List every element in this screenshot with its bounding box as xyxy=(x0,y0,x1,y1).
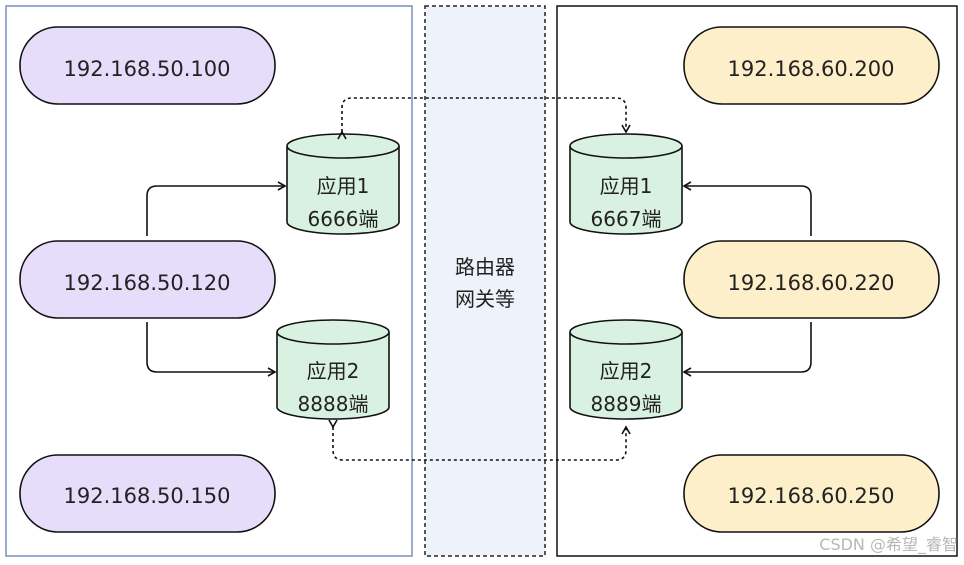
arrow-left-host-to-app2 xyxy=(146,322,277,377)
left-app-2-cylinder: 应用2 8888端 xyxy=(276,319,390,420)
left-app-1-name: 应用1 xyxy=(317,174,370,198)
right-app-2-cylinder: 应用2 8889端 xyxy=(569,319,683,420)
left-host-3-ip: 192.168.50.150 xyxy=(64,484,231,508)
right-app-1-port: 6667端 xyxy=(591,207,662,231)
right-host-2-ip: 192.168.60.220 xyxy=(728,271,895,295)
right-host-3: 192.168.60.250 xyxy=(683,454,940,533)
dashed-link-app2 xyxy=(328,419,631,461)
right-app-1-name: 应用1 xyxy=(600,174,653,198)
arrow-right-host-to-app1 xyxy=(682,181,812,236)
left-host-1: 192.168.50.100 xyxy=(19,26,276,105)
left-host-2: 192.168.50.120 xyxy=(19,240,276,319)
left-app-1-cylinder: 应用1 6666端 xyxy=(286,133,400,235)
router-box xyxy=(424,5,546,557)
watermark: CSDN @希望_睿智 xyxy=(819,535,958,555)
right-host-3-ip: 192.168.60.250 xyxy=(728,484,895,508)
arrow-right-host-to-app2 xyxy=(682,322,812,377)
router-label-line2: 网关等 xyxy=(455,287,515,311)
left-app-2-port: 8888端 xyxy=(298,392,369,416)
right-app-2-port: 8889端 xyxy=(591,392,662,416)
router-label-line1: 路由器 xyxy=(455,255,515,279)
right-app-1-cylinder: 应用1 6667端 xyxy=(569,133,683,235)
right-host-2: 192.168.60.220 xyxy=(683,240,940,319)
right-host-1-ip: 192.168.60.200 xyxy=(728,57,895,81)
left-host-1-ip: 192.168.50.100 xyxy=(64,57,231,81)
left-host-2-ip: 192.168.50.120 xyxy=(64,271,231,295)
right-host-1: 192.168.60.200 xyxy=(683,26,940,105)
arrow-left-host-to-app1 xyxy=(146,181,287,236)
left-host-3: 192.168.50.150 xyxy=(19,454,276,533)
right-app-2-name: 应用2 xyxy=(600,359,653,383)
left-app-1-port: 6666端 xyxy=(308,207,379,231)
left-app-2-name: 应用2 xyxy=(307,359,360,383)
